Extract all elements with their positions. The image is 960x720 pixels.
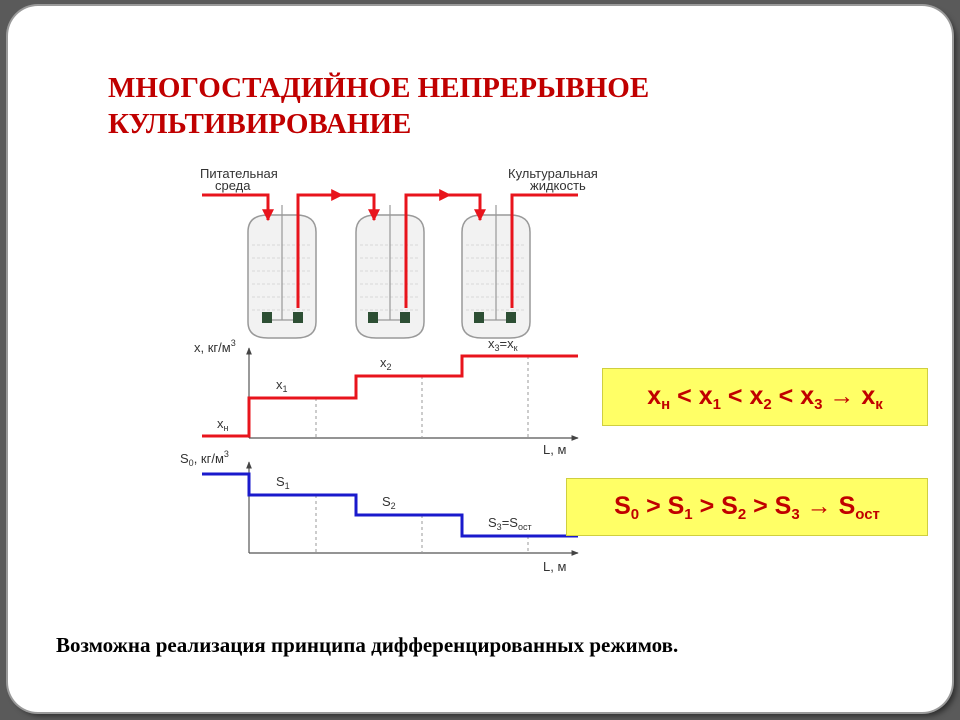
x-level-1: x1 [276, 377, 288, 394]
slide: МНОГОСТАДИЙНОЕ НЕПРЕРЫВНОЕ КУЛЬТИВИРОВАН… [8, 6, 952, 712]
inlet-label-line1: Питательная [200, 166, 278, 181]
title-line-2: КУЛЬТИВИРОВАНИЕ [108, 108, 412, 140]
inlet-label-line2: среда [215, 178, 251, 193]
impeller-2b [400, 312, 410, 323]
substrate-relation-box: S0 > S1 > S2 > S3 → Sост [566, 478, 928, 536]
biomass-relation: xн < x1 < x2 < x3 → xк [647, 381, 883, 413]
substrate-chart: S0, кг/м3 S1 S2 S3=Sост L, м [180, 449, 579, 574]
x-level-3: x3=xк [488, 336, 518, 353]
s-level-2: S2 [382, 494, 396, 511]
bioreactor-3 [461, 205, 531, 339]
slide-title: МНОГОСТАДИЙНОЕ НЕПРЕРЫВНОЕ КУЛЬТИВИРОВАН… [108, 70, 748, 142]
biomass-step-line [202, 354, 578, 438]
biomass-chart: x, кг/м3 xн x1 x2 x3=xк L, м [194, 336, 579, 457]
length-label-upper: L, м [543, 442, 566, 457]
x-axis-label: x, кг/м3 [194, 338, 236, 355]
impeller-3b [506, 312, 516, 323]
length-label-lower: L, м [543, 559, 566, 574]
substrate-relation: S0 > S1 > S2 > S3 → Sост [614, 491, 880, 523]
bioreactor-2 [355, 205, 425, 339]
x-level-n: xн [217, 416, 229, 433]
s-axis-label: S0, кг/м3 [180, 449, 229, 468]
impeller-1b [293, 312, 303, 323]
bottom-statement: Возможна реализация принципа дифференцир… [56, 633, 679, 657]
impeller-1a [262, 312, 272, 323]
biomass-relation-box: xн < x1 < x2 < x3 → xк [602, 368, 928, 426]
substrate-step-line [202, 472, 578, 538]
title-line-1: МНОГОСТАДИЙНОЕ НЕПРЕРЫВНОЕ [108, 72, 650, 104]
impeller-3a [474, 312, 484, 323]
outlet-label-line2: жидкость [530, 178, 586, 193]
bioreactor-1 [247, 205, 317, 339]
outlet-label: Культуральная жидкость [508, 166, 598, 193]
outlet-label-line1: Культуральная [508, 166, 598, 181]
impeller-2a [368, 312, 378, 323]
flow-piping [202, 189, 578, 308]
inlet-label: Питательная среда [200, 166, 278, 193]
x-level-2: x2 [380, 355, 392, 372]
s-level-3: S3=Sост [488, 515, 532, 532]
s-level-1: S1 [276, 474, 290, 491]
